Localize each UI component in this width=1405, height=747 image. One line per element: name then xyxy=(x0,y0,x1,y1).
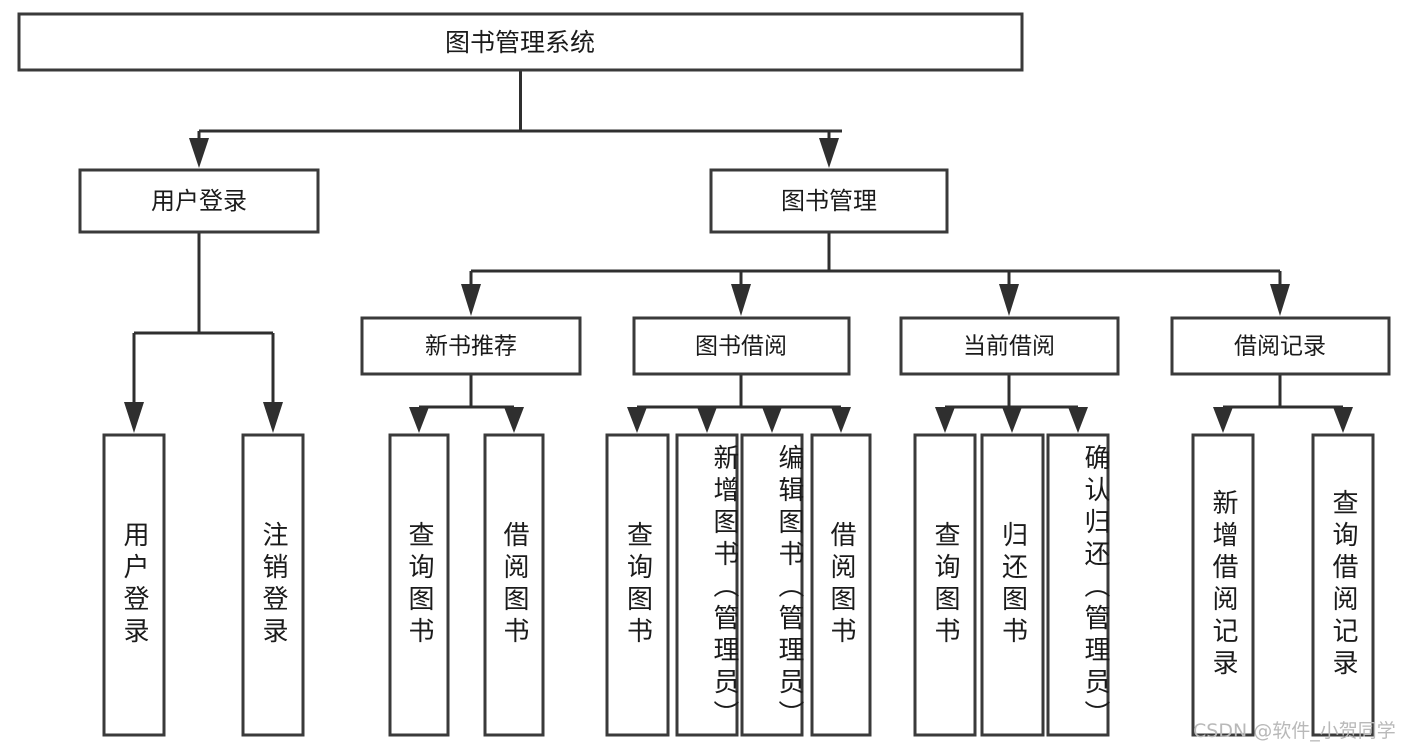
node-leaf-confirm-return-box[interactable] xyxy=(1046,433,1110,737)
node-leaf-query-book-rec-box[interactable] xyxy=(388,433,450,737)
node-root-label: 图书管理系统 xyxy=(445,28,595,57)
connector-layer xyxy=(124,70,1353,433)
arrowhead-leaf-add-record xyxy=(1213,407,1233,433)
node-leaf-user-login-box[interactable] xyxy=(102,433,166,737)
node-leaf-edit-book-box[interactable] xyxy=(740,433,804,737)
arrowhead-leaf-query-book-cur xyxy=(935,407,955,433)
arrowhead-leaf-borrow-book-rec xyxy=(504,407,524,433)
node-borrow-record-box[interactable] xyxy=(1170,316,1391,376)
leaf-layer xyxy=(102,433,1375,737)
node-new-book-rec-box[interactable] xyxy=(360,316,582,376)
arrowhead-new-book-rec xyxy=(461,284,481,316)
node-leaf-user-login-label: 用户登录 xyxy=(119,521,149,649)
arrowhead-current-borrow xyxy=(999,284,1019,316)
node-book-borrow[interactable]: 图书借阅 xyxy=(632,316,851,376)
arrowhead-book-borrow xyxy=(731,284,751,316)
node-borrow-record-label: 借阅记录 xyxy=(1234,334,1326,360)
node-book-manage[interactable]: 图书管理 xyxy=(709,168,949,234)
node-leaf-borrow-book-rec-box[interactable] xyxy=(483,433,545,737)
arrowhead-leaf-confirm-return xyxy=(1068,407,1088,433)
arrowhead-borrow-record xyxy=(1270,284,1290,316)
node-leaf-borrow-book-rec-label: 借阅图书 xyxy=(499,521,529,649)
arrowhead-book-manage xyxy=(819,138,839,168)
node-root-box[interactable] xyxy=(17,12,1024,72)
node-user-login-label: 用户登录 xyxy=(151,187,247,215)
node-leaf-query-book-cur-box[interactable] xyxy=(913,433,977,737)
node-leaf-add-record-box[interactable] xyxy=(1191,433,1255,737)
node-root[interactable]: 图书管理系统 xyxy=(17,12,1024,72)
node-book-manage-box[interactable] xyxy=(709,168,949,234)
node-leaf-return-book-box[interactable] xyxy=(980,433,1045,737)
arrowhead-leaf-user-login xyxy=(124,402,144,433)
node-book-borrow-label: 图书借阅 xyxy=(695,334,787,360)
arrowhead-leaf-query-book-rec xyxy=(409,407,429,433)
node-leaf-confirm-return-label: 确认归还（管理员） xyxy=(1080,443,1110,732)
node-leaf-borrow-book-box[interactable] xyxy=(810,433,872,737)
node-current-borrow-label: 当前借阅 xyxy=(963,334,1055,360)
node-leaf-logout-box[interactable] xyxy=(241,433,305,737)
node-leaf-query-record-box[interactable] xyxy=(1311,433,1375,737)
node-leaf-query-book-cur-label: 查询图书 xyxy=(930,521,960,649)
node-leaf-add-book-box[interactable] xyxy=(675,433,739,737)
node-current-borrow-box[interactable] xyxy=(899,316,1120,376)
arrowhead-leaf-logout xyxy=(263,402,283,433)
node-book-borrow-box[interactable] xyxy=(632,316,851,376)
node-leaf-query-book-borrow-box[interactable] xyxy=(605,433,670,737)
node-leaf-return-book-label: 归还图书 xyxy=(997,521,1028,649)
arrowhead-leaf-edit-book xyxy=(762,407,782,433)
node-leaf-query-book-rec-label: 查询图书 xyxy=(404,521,434,649)
node-new-book-rec-label: 新书推荐 xyxy=(425,334,517,360)
node-current-borrow[interactable]: 当前借阅 xyxy=(899,316,1120,376)
arrowhead-user-login xyxy=(189,138,209,168)
node-new-book-rec[interactable]: 新书推荐 xyxy=(360,316,582,376)
arrowhead-leaf-return-book xyxy=(1002,407,1022,433)
node-borrow-record[interactable]: 借阅记录 xyxy=(1170,316,1391,376)
node-book-manage-label: 图书管理 xyxy=(781,187,877,215)
node-leaf-add-book-label: 新增图书（管理员） xyxy=(709,443,739,732)
node-leaf-query-book-borrow-label: 查询图书 xyxy=(622,521,653,649)
node-leaf-logout-label: 注销登录 xyxy=(258,521,288,649)
arrowhead-leaf-add-book xyxy=(697,407,717,433)
node-leaf-edit-book-label: 编辑图书（管理员） xyxy=(774,443,804,732)
node-leaf-borrow-book-label: 借阅图书 xyxy=(826,521,856,649)
arrowhead-leaf-query-record xyxy=(1333,407,1353,433)
node-leaf-query-record-label: 查询借阅记录 xyxy=(1328,489,1358,681)
node-user-login-box[interactable] xyxy=(78,168,320,234)
node-user-login[interactable]: 用户登录 xyxy=(78,168,320,234)
arrowhead-leaf-query-book-borrow xyxy=(627,407,647,433)
node-leaf-add-record-label: 新增借阅记录 xyxy=(1208,489,1238,681)
arrowhead-leaf-borrow-book xyxy=(831,407,851,433)
